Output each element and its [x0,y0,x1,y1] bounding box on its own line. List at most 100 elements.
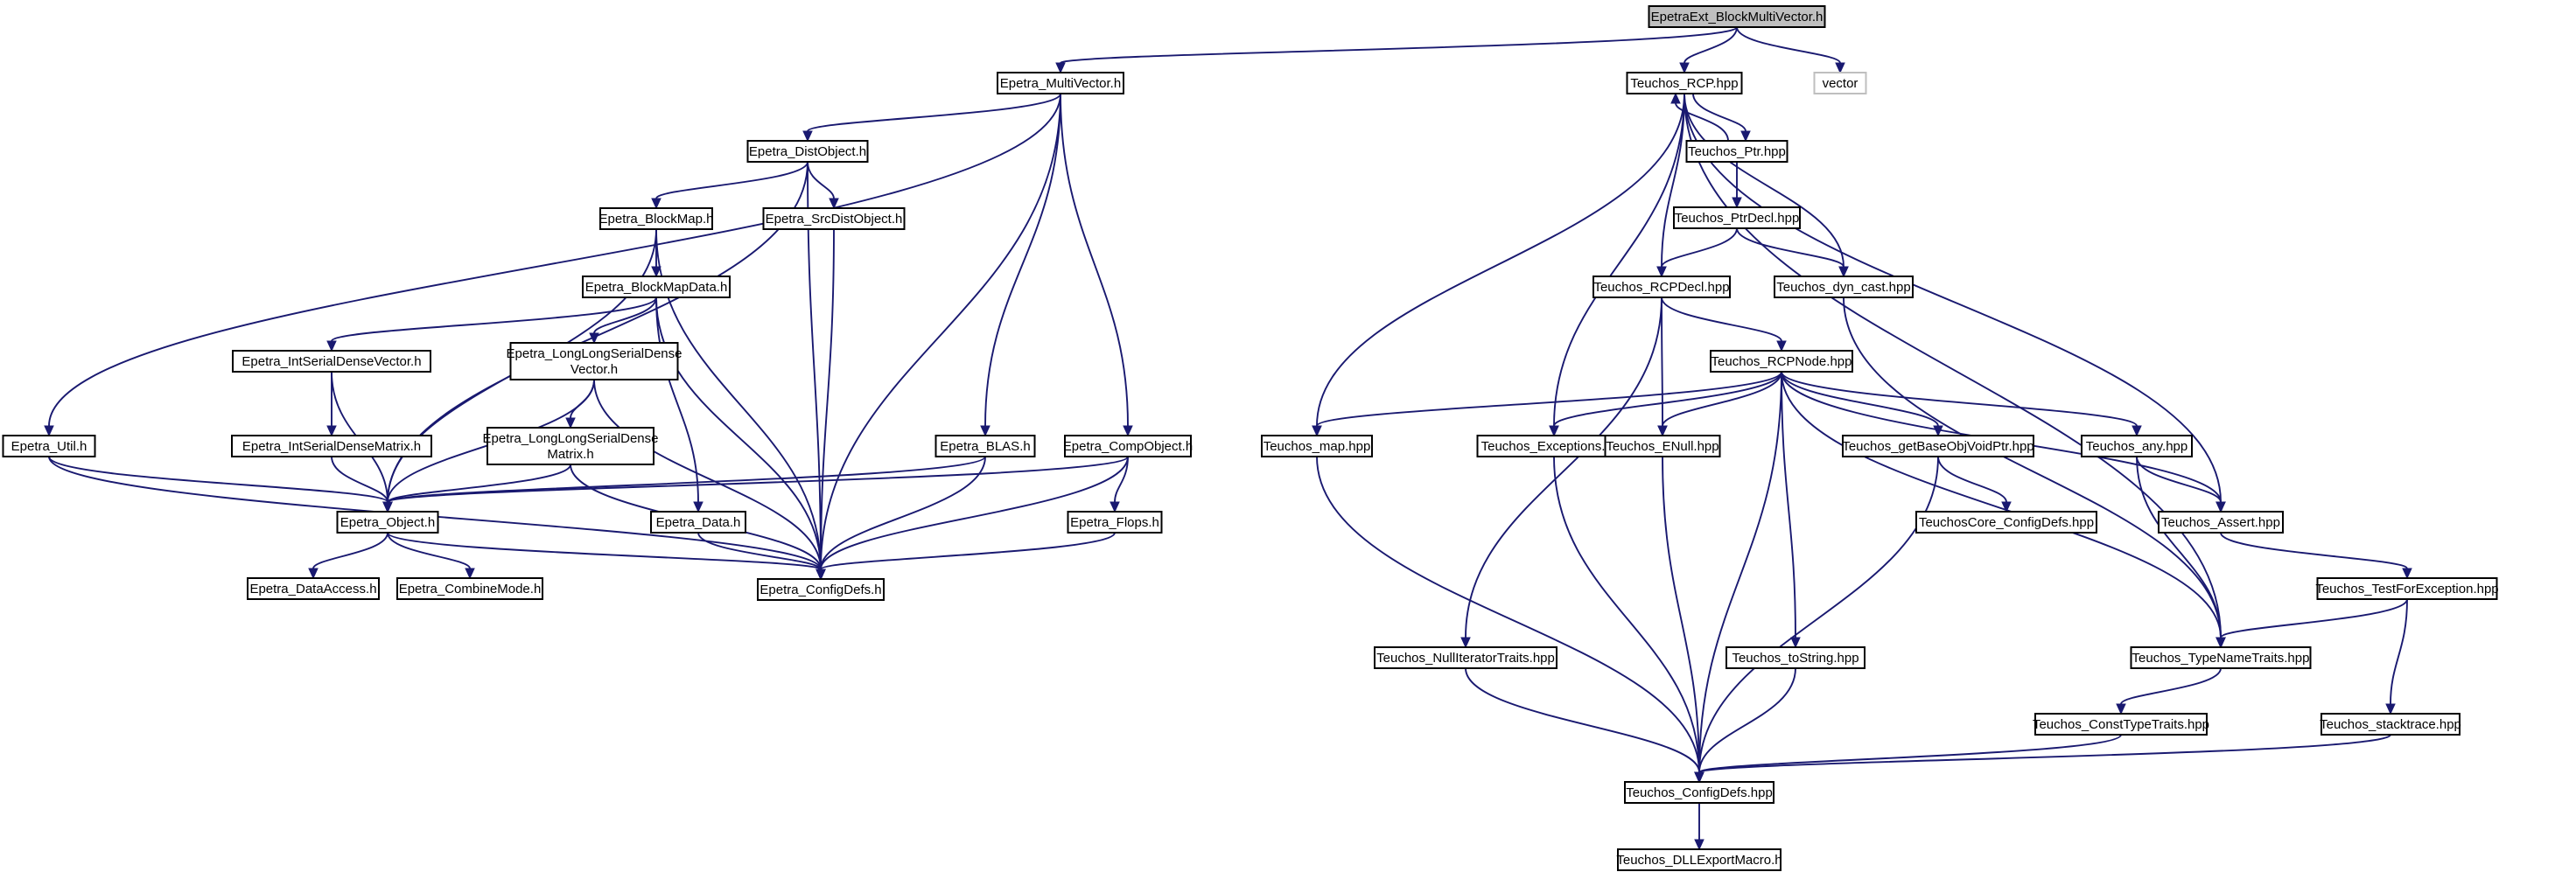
edge-line [387,464,571,503]
node-epetraext-blockmultivector-h[interactable]: EpetraExt_BlockMultiVector.h [1648,5,1826,28]
node-label: Epetra_DistObject.h [749,144,866,159]
edge-rcpnode-to-typename [1781,371,2226,649]
node-epetra-blockmap-h[interactable]: Epetra_BlockMap.h [599,207,714,230]
edge-bmdata-to-econfig [655,296,826,581]
edge-line [312,532,388,569]
node-epetra-distobject-h[interactable]: Epetra_DistObject.h [746,140,869,163]
node-epetra-compobject-h[interactable]: Epetra_CompObject.h [1063,435,1193,457]
node-box [1261,435,1373,457]
edge-arrowhead [1679,62,1690,74]
node-teuchos-any-hpp[interactable]: Teuchos_any.hpp [2081,435,2193,457]
node-teuchos-rcpnode-hpp[interactable]: Teuchos_RCPNode.hpp [1710,350,1853,373]
node-epetra-configdefs-h[interactable]: Epetra_ConfigDefs.h [757,578,885,601]
node-box [2130,646,2312,669]
edge-line [2220,598,2408,638]
node-box [582,276,731,298]
node-epetra-dataaccess-h[interactable]: Epetra_DataAccess.h [247,577,380,600]
node-box [1626,72,1743,94]
edge-line [820,228,835,570]
node-teuchoscore-configdefs-hpp[interactable]: TeuchosCore_ConfigDefs.hpp [1915,511,2097,534]
node-teuchos-tostring-hpp[interactable]: Teuchos_toString.hpp [1726,646,1866,669]
edge-line [1553,456,1700,773]
node-label: Epetra_SrcDistObject.h [766,212,903,227]
node-epetra-object-h[interactable]: Epetra_Object.h [336,511,439,534]
edge-root-to-mv [1055,26,1738,74]
edge-arrowhead [829,198,839,210]
node-teuchos-dllexportmacro-h[interactable]: Teuchos_DLLExportMacro.h [1616,848,1782,871]
node-box [1813,72,1867,94]
edge-mv-to-util [44,93,1061,437]
edge-arrowhead [1460,637,1471,649]
node-epetra-srcdistobject-h[interactable]: Epetra_SrcDistObject.h [762,207,906,230]
node-box [2316,577,2498,600]
edge-line [1316,456,1700,773]
node-epetra-blockmapdata-h[interactable]: Epetra_BlockMapData.h [582,276,731,298]
edge-arrowhead [693,501,704,513]
node-teuchos-map-hpp[interactable]: Teuchos_map.hpp [1261,435,1373,457]
node-teuchos-rcp-hpp[interactable]: Teuchos_RCP.hpp [1626,72,1743,94]
node-teuchos-dyn-cast-hpp[interactable]: Teuchos_dyn_cast.hpp [1774,276,1914,298]
edge-rcpnode-to-tconfig [1694,371,1782,784]
edge-line [1781,371,1939,427]
node-epetra-multivector-h[interactable]: Epetra_MultiVector.h [997,72,1124,94]
node-label: Teuchos_Exceptions.hpp [1481,439,1628,454]
edge-root-to-vector [1736,26,1845,74]
edge-line [1698,371,1782,773]
edge-arrowhead [44,425,54,437]
edge-line [1060,26,1738,64]
edge-line [570,379,595,419]
edge-arrowhead [1790,637,1801,649]
node-epetra-flops-h[interactable]: Epetra_Flops.h [1067,511,1163,534]
node-box [396,577,543,600]
edge-line [387,532,471,569]
node-teuchos-nulliteratortraits-hpp[interactable]: Teuchos_NullIteratorTraits.hpp [1374,646,1558,669]
edge-object-to-combine [387,532,475,580]
edge-arrowhead [1740,130,1751,143]
node-teuchos-ptrdecl-hpp[interactable]: Teuchos_PtrDecl.hpp [1673,206,1801,229]
edge-testexc-to-typename [2216,598,2408,649]
edge-arrowhead [1657,425,1668,437]
node-epetra-combinemode-h[interactable]: Epetra_CombineMode.h [396,577,543,600]
edge-line [2220,532,2408,569]
node-teuchos-enull-hpp[interactable]: Teuchos_ENull.hpp [1604,435,1721,457]
node-label: Teuchos_NullIteratorTraits.hpp [1376,651,1555,666]
node-epetra-intserialdensevector-h[interactable]: Epetra_IntSerialDenseVector.h [232,350,431,373]
node-teuchos-assert-hpp[interactable]: Teuchos_Assert.hpp [2158,511,2284,534]
node-teuchos-getbaseobjvoidptr-hpp[interactable]: Teuchos_getBaseObjVoidPtr.hpp [1842,435,2034,457]
node-teuchos-consttypetraits-hpp[interactable]: Teuchos_ConstTypeTraits.hpp [2033,713,2209,736]
edge-arrowhead [2132,425,2142,437]
node-label: Epetra_BlockMap.h [599,212,714,227]
edge-distobj-to-blockmap [651,161,808,210]
edge-line [593,296,657,334]
node-label: Epetra_Object.h [340,515,435,530]
edge-line [1781,371,2222,638]
node-teuchos-testforexception-hpp[interactable]: Teuchos_TestForException.hpp [2315,577,2499,600]
edge-distobj-to-srcdist [807,161,839,210]
node-teuchos-stacktrace-hpp[interactable]: Teuchos_stacktrace.hpp [2320,713,2461,736]
edge-mv-to-blas [980,93,1061,437]
edge-rcpnode-to-tostring [1781,371,1801,649]
node-epetra-blas-h[interactable]: Epetra_BLAS.h [934,435,1036,457]
node-teuchos-rcpdecl-hpp[interactable]: Teuchos_RCPDecl.hpp [1592,276,1731,298]
edge-line [1937,456,2007,503]
edge-rcpnode-to-tany [1781,371,2142,437]
edge-line [1662,456,1700,773]
node-label: Epetra_LongLongSerialDense [483,431,659,446]
edge-line [1698,667,1796,773]
node-epetra-util-h[interactable]: Epetra_Util.h [2,435,96,457]
edge-line [1465,667,1700,773]
node-teuchos-configdefs-hpp[interactable]: Teuchos_ConfigDefs.hpp [1624,781,1774,804]
node-box [1774,276,1914,298]
node-box [1673,206,1801,229]
node-teuchos-ptr-hpp[interactable]: Teuchos_Ptr.hpp [1685,140,1788,163]
node-box [599,207,713,230]
edge-assert-to-testexc [2220,532,2412,580]
edge-line [1781,371,1796,638]
node-epetra-intserialdensematrix-h[interactable]: Epetra_IntSerialDenseMatrix.h [231,435,432,457]
node-label: Teuchos_stacktrace.hpp [2320,717,2461,732]
edge-rcpnode-to-tmap [1312,371,1782,437]
node-epetra-data-h[interactable]: Epetra_Data.h [650,511,746,534]
node-teuchos-typenametraits-hpp[interactable]: Teuchos_TypeNameTraits.hpp [2130,646,2312,669]
